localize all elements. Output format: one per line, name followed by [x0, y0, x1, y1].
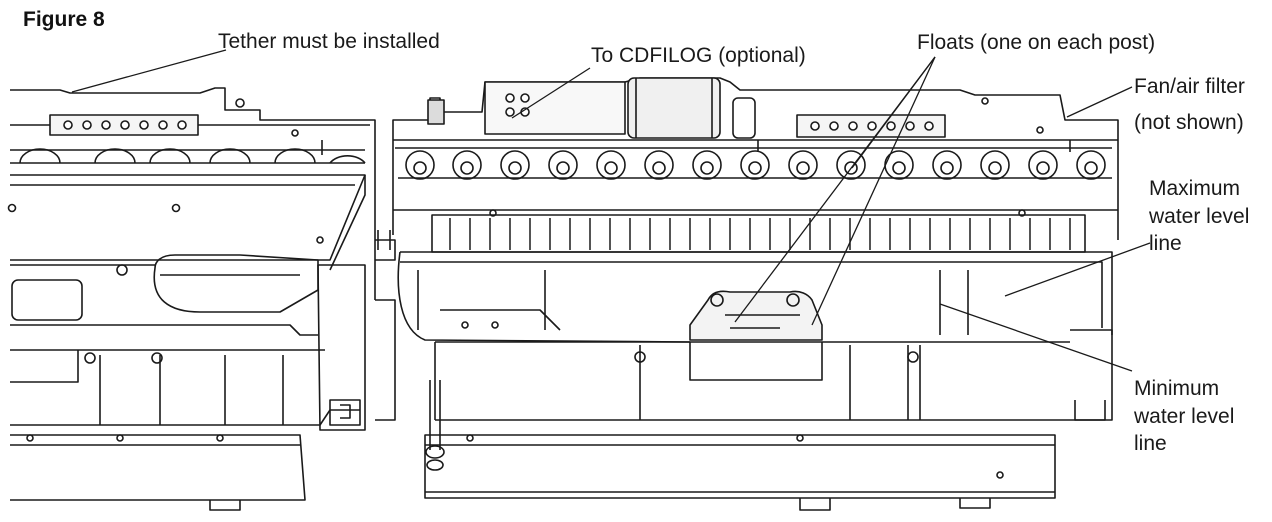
label-floats: Floats (one on each post)	[917, 31, 1156, 54]
label-max-line1: Maximum	[1149, 177, 1241, 200]
right-terminal-screws	[810, 121, 934, 131]
label-min-line3: line	[1134, 432, 1167, 455]
left-unit	[7, 87, 376, 511]
leader-lines	[71, 49, 1151, 372]
label-max-line2: water level	[1149, 205, 1250, 228]
media-fins	[449, 218, 1071, 250]
label-fan-line1: Fan/air filter	[1134, 75, 1245, 98]
label-fan-line2: (not shown)	[1134, 111, 1244, 134]
right-unit	[392, 77, 1119, 511]
label-min-line2: water level	[1134, 405, 1235, 428]
center-bracket	[375, 230, 396, 421]
figure-title: Figure 8	[23, 8, 105, 31]
float-posts	[405, 150, 1106, 180]
float-center	[689, 290, 823, 341]
cdfilog-connectors	[505, 93, 530, 117]
label-min-line1: Minimum	[1134, 377, 1220, 400]
label-cdfilog: To CDFILOG (optional)	[591, 44, 806, 67]
label-tether: Tether must be installed	[218, 30, 440, 53]
label-max-line3: line	[1149, 232, 1182, 255]
left-terminal-screws	[63, 120, 187, 130]
